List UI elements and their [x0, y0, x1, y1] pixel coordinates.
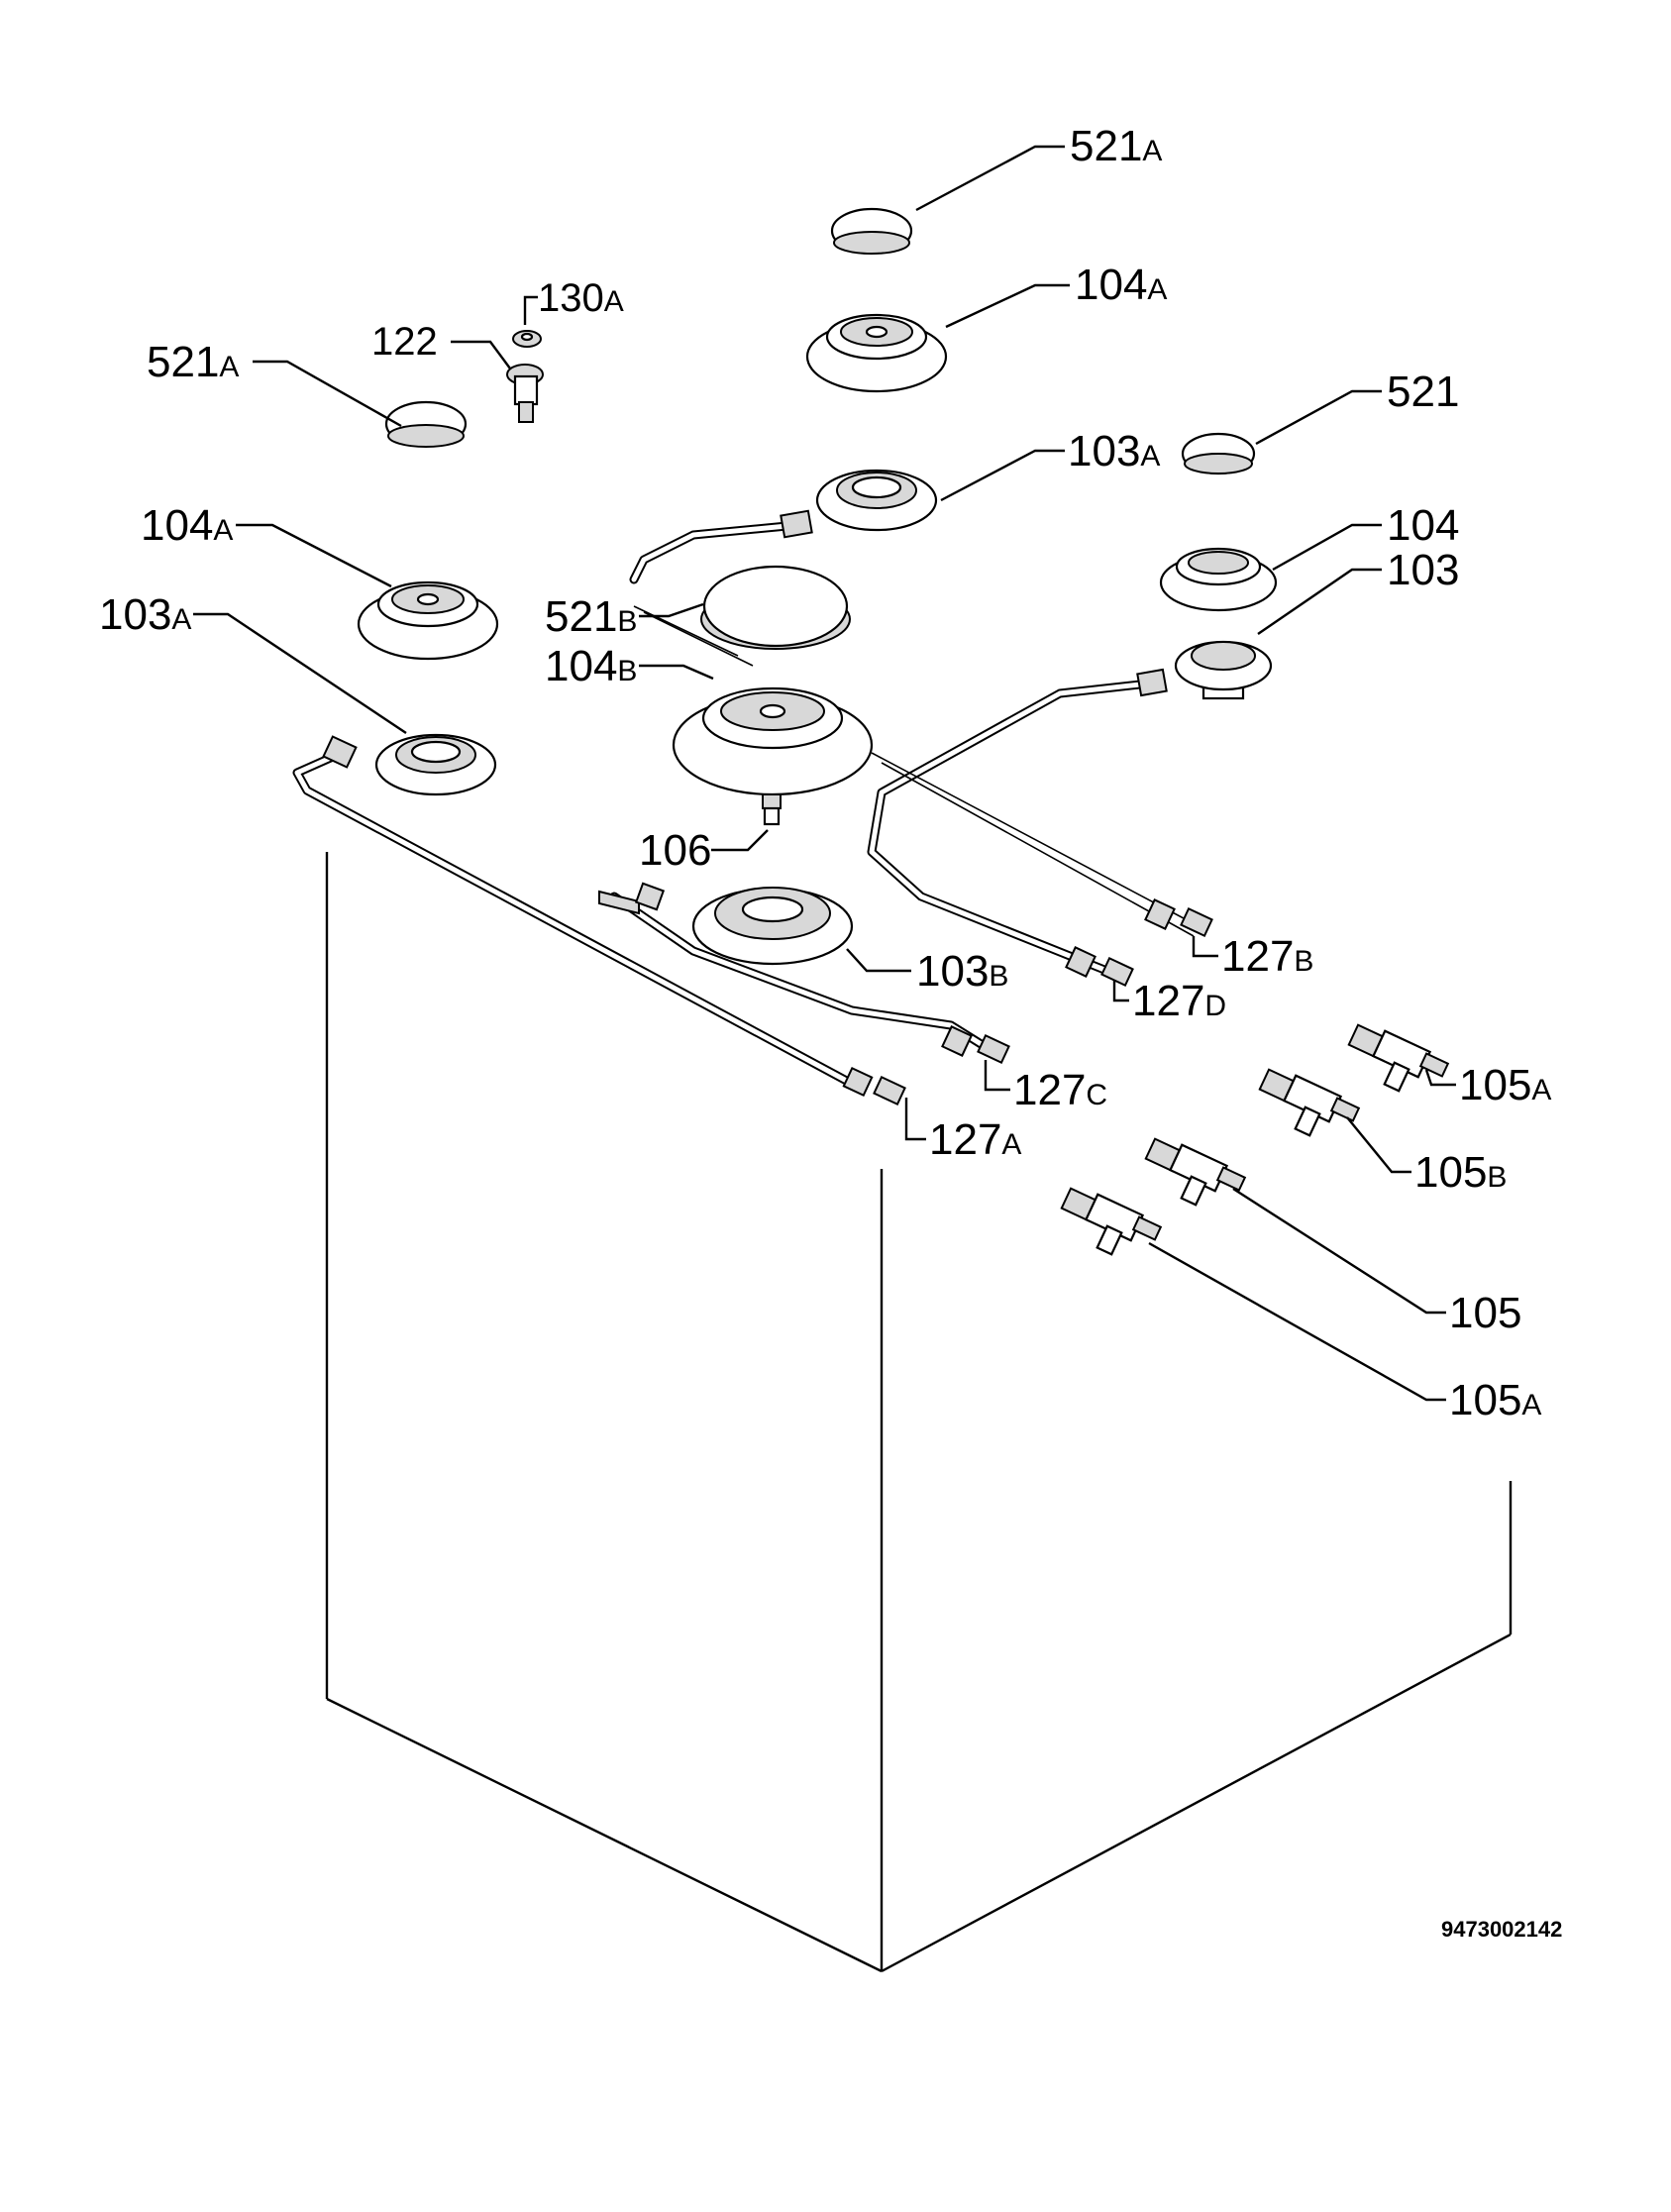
- label-103a-left: 103A: [99, 590, 191, 639]
- gas-pipes: [292, 520, 1200, 1090]
- burner-cap-521b: [700, 565, 851, 650]
- cooker-body-outline: [325, 852, 1513, 1973]
- burner-cap-521: [1181, 432, 1256, 475]
- label-521b: 521B: [545, 592, 637, 641]
- label-105a-bottom: 105A: [1449, 1376, 1541, 1424]
- burner-base-103: [1174, 640, 1273, 700]
- label-521a-left: 521A: [147, 338, 239, 386]
- label-105a-top: 105A: [1459, 1061, 1551, 1109]
- label-127b: 127B: [1221, 932, 1313, 981]
- burner-cap-521a-left: [384, 400, 468, 448]
- flame-spreader-104b: [672, 686, 874, 796]
- flame-spreader-104a-top: [805, 313, 948, 393]
- gas-tap-105a-top: [1347, 1023, 1450, 1093]
- label-103b: 103B: [916, 947, 1008, 996]
- flame-spreader-104a-left: [357, 580, 499, 661]
- label-127c: 127C: [1013, 1066, 1107, 1114]
- label-104a-top: 104A: [1075, 261, 1167, 309]
- label-521a-top: 521A: [1070, 122, 1162, 170]
- leader-lines: [193, 145, 1456, 1402]
- burner-base-103a-left: [374, 733, 497, 796]
- gas-tap-105: [1144, 1137, 1247, 1207]
- pipe-fittings: [322, 509, 1213, 1106]
- drawing-code: 9473002142: [1441, 1917, 1562, 1942]
- gas-tap-105a-bottom: [1060, 1187, 1163, 1256]
- gas-tap-105b: [1258, 1068, 1361, 1137]
- burner-cap-521a-top: [830, 207, 913, 255]
- burner-base-103b: [691, 887, 854, 966]
- label-106: 106: [639, 826, 711, 875]
- injector-106: [762, 793, 782, 826]
- washer-130a: [512, 330, 542, 348]
- label-104a-left: 104A: [141, 501, 233, 550]
- label-130a: 130A: [538, 276, 624, 320]
- connector-122: [506, 364, 544, 423]
- label-127a: 127A: [929, 1115, 1021, 1164]
- flame-spreader-104: [1159, 547, 1278, 612]
- label-127d: 127D: [1132, 977, 1226, 1025]
- part-labels: 521A 104A 130A 122 521A 103A 521 104A 10…: [99, 122, 1562, 1942]
- label-105: 105: [1449, 1289, 1521, 1337]
- burner-base-103a-top: [815, 469, 938, 532]
- label-122: 122: [371, 320, 438, 364]
- label-104b: 104B: [545, 642, 637, 690]
- label-105b: 105B: [1414, 1148, 1507, 1197]
- label-521: 521: [1387, 368, 1459, 416]
- label-103a-top: 103A: [1068, 427, 1160, 475]
- label-104: 104: [1387, 501, 1459, 550]
- label-103: 103: [1387, 546, 1459, 594]
